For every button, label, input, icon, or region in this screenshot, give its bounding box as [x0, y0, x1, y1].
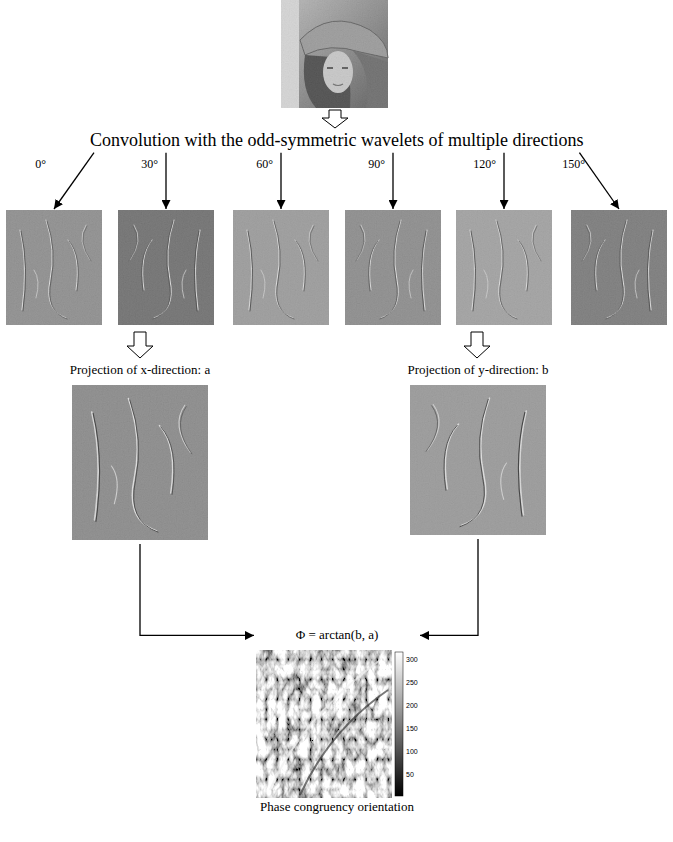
angle-label: 30°	[141, 158, 158, 172]
caption: Phase congruency orientation	[260, 800, 414, 815]
orientation-map	[256, 650, 403, 798]
flow-arrow	[54, 153, 94, 209]
step-text: Convolution with the odd-symmetric wavel…	[90, 130, 583, 151]
input-photo	[281, 0, 388, 108]
formula: Φ = arctan(b, a)	[296, 628, 379, 643]
image-panel: 0°	[6, 210, 102, 325]
angle-label: 60°	[256, 158, 273, 172]
flow-arrow	[579, 153, 619, 209]
image-panel: 30°	[118, 210, 214, 325]
angle-label: 0°	[35, 158, 46, 172]
image-panel: Projection of y-direction: b	[410, 385, 546, 535]
image-panel: Projection of x-direction: a	[72, 385, 208, 540]
angle-label: 150°	[562, 158, 585, 172]
colorbar-tick: 100	[406, 748, 418, 755]
flow-arrow	[392, 153, 393, 209]
result-panel: Φ = arctan(b, a) Phase congruency orienta…	[256, 628, 418, 815]
panel-heading: Projection of y-direction: b	[407, 363, 548, 378]
colorbar-tick: 50	[406, 771, 414, 778]
image-panel: 150°	[571, 210, 667, 325]
flow-arrow	[140, 544, 254, 635]
flow-arrow	[165, 153, 166, 209]
flow-arrow	[280, 153, 281, 209]
angle-label: 90°	[368, 158, 385, 172]
colorbar-tick: 150	[406, 725, 418, 732]
image-panel: 60°	[233, 210, 329, 325]
panel-heading: Projection of x-direction: a	[70, 363, 210, 378]
image-panel: 90°	[345, 210, 441, 325]
colorbar-tick: 300	[406, 656, 418, 663]
angle-label: 120°	[473, 158, 496, 172]
image-panel: 120°	[456, 210, 552, 325]
process-label: Convolution with the odd-symmetric wavel…	[90, 130, 583, 151]
projection-image	[72, 385, 546, 540]
filtered-image	[6, 210, 667, 325]
colorbar-tick: 250	[406, 679, 418, 686]
flow-arrow	[503, 153, 504, 209]
flow-arrow	[420, 539, 478, 635]
colorbar-tick: 200	[406, 702, 418, 709]
